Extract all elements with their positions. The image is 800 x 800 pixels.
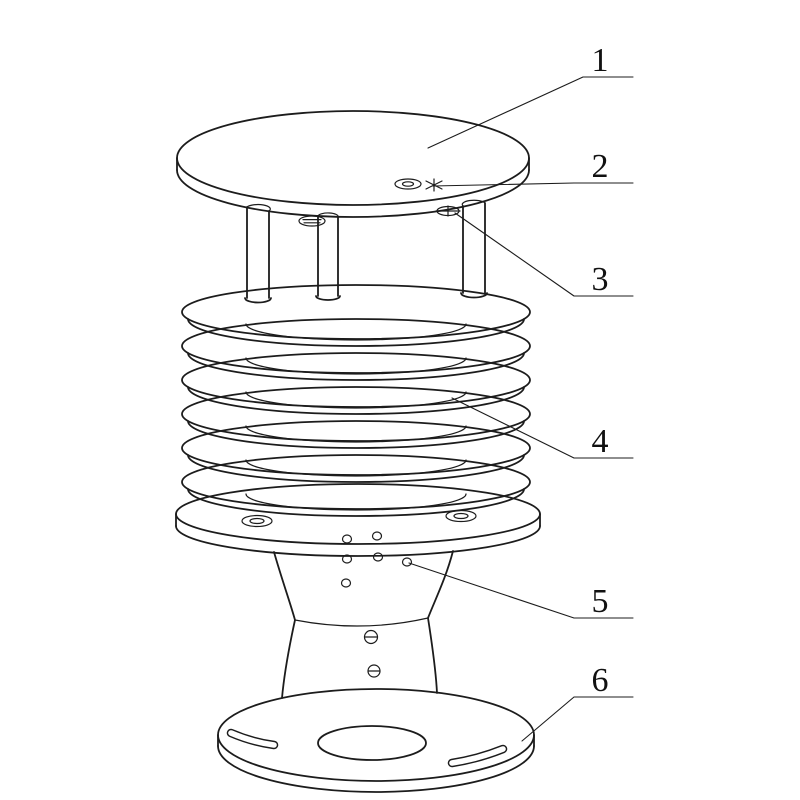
cone-left-edge	[273, 551, 296, 699]
callout-5-label: 5	[592, 583, 609, 620]
callout-1-leader	[427, 76, 634, 149]
callout-3-label: 3	[592, 261, 609, 298]
callout-5: 5	[408, 562, 634, 620]
louver-plate	[181, 284, 531, 347]
cone-vent-holes	[340, 531, 413, 588]
cone-waist-seam	[294, 617, 429, 627]
cone-right-edge	[427, 550, 454, 694]
top-plate-fastener-icon	[435, 205, 461, 217]
callout-4-label: 4	[592, 423, 609, 460]
louver-plate	[181, 420, 531, 483]
base-top-face	[217, 688, 535, 782]
base-mounting-plate	[217, 688, 535, 793]
support-posts	[244, 199, 488, 304]
flange-face	[175, 483, 541, 545]
base-slot-left	[226, 728, 279, 750]
louver-plate	[181, 454, 531, 517]
vent-hole	[341, 534, 353, 544]
slotted-screw-icon	[298, 215, 326, 227]
cap-top-face	[176, 110, 530, 206]
vent-hole	[371, 531, 383, 541]
vent-hole	[401, 557, 413, 567]
callout-4: 4	[451, 397, 634, 460]
louver-plate-stack	[181, 284, 531, 517]
callout-6: 6	[521, 662, 634, 742]
top-plate-screw-icon	[394, 178, 443, 192]
support-post-left	[244, 203, 272, 304]
callouts: 1 2 3 4 5 6	[408, 42, 634, 742]
louver-plate	[181, 318, 531, 381]
callout-2-label: 2	[592, 148, 609, 185]
mounting-cone	[273, 531, 454, 699]
support-post-right	[460, 199, 488, 299]
vent-hole	[372, 552, 384, 562]
callout-1: 1	[427, 42, 634, 149]
shield-bottom-flange	[175, 483, 541, 557]
callout-1-label: 1	[592, 42, 609, 79]
callout-2-leader	[432, 182, 634, 187]
base-slot-right	[447, 744, 508, 768]
base-center-hole	[317, 725, 427, 761]
callout-3: 3	[454, 212, 634, 298]
cone-lower-screws	[363, 629, 381, 678]
callout-5-leader	[408, 562, 634, 619]
callout-6-label: 6	[592, 662, 609, 699]
flange-rim-bottom	[175, 525, 541, 557]
callout-3-leader	[454, 212, 634, 297]
callout-4-leader	[451, 397, 634, 459]
support-post-middle	[315, 212, 341, 301]
vent-hole	[341, 554, 353, 564]
vent-hole	[340, 578, 352, 588]
callout-6-leader	[521, 696, 634, 742]
flange-tab-hole-right	[445, 509, 477, 523]
cap-rim-bottom	[176, 169, 530, 218]
wingnut-icon	[425, 178, 443, 192]
callout-2: 2	[432, 148, 634, 187]
louver-plate	[181, 386, 531, 449]
base-rim-bottom	[217, 745, 535, 793]
louver-plate	[181, 352, 531, 415]
top-cover-disc	[176, 110, 530, 227]
flange-tab-hole-left	[241, 514, 273, 528]
